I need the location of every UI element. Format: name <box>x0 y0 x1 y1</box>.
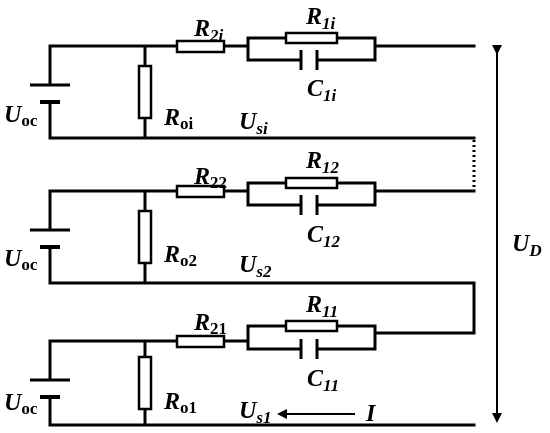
label-c1-i: C1i <box>307 76 337 105</box>
label-r1-i: R1i <box>305 4 336 33</box>
resistor-r2-2 <box>175 184 226 199</box>
resistor-ro-2 <box>137 209 153 265</box>
label-ro-2: Ro2 <box>163 242 197 270</box>
label-c1-2: C12 <box>307 222 341 251</box>
resistor-r2-i <box>175 39 226 54</box>
label-r2-i: R2i <box>193 16 224 45</box>
label-current: I <box>365 401 377 427</box>
label-uoc-2: Uoc <box>4 246 38 274</box>
resistor-r1-i <box>284 31 339 45</box>
label-c1-1: C11 <box>307 366 339 395</box>
label-uoc-i: Uoc <box>4 102 38 130</box>
resistor-r1-1 <box>284 319 339 333</box>
cell-2: Uoc Ro2 R22 R12 C12 Us2 <box>4 148 476 285</box>
label-us-i: Usi <box>239 109 268 138</box>
cell-i: Uoc Roi R2i R1i C1i Usi <box>4 4 476 140</box>
cell-1: Uoc Ro1 R21 R11 C11 Us1 I <box>4 292 476 427</box>
label-r1-1: R11 <box>305 292 338 321</box>
label-ro-i: Roi <box>163 105 194 133</box>
label-uoc-1: Uoc <box>4 390 38 418</box>
label-r2-1: R21 <box>193 310 227 338</box>
label-ro-1: Ro1 <box>163 389 197 417</box>
resistor-r2-1 <box>175 334 226 349</box>
resistor-ro-1 <box>137 355 153 411</box>
label-r2-2: R22 <box>193 164 227 192</box>
label-r1-2: R12 <box>305 148 340 177</box>
label-us-2: Us2 <box>239 252 272 281</box>
label-ud: UD <box>512 231 542 260</box>
series-link <box>373 281 476 335</box>
resistor-r1-2 <box>284 176 339 190</box>
label-us-1: Us1 <box>239 398 271 427</box>
resistor-ro-i <box>137 64 153 120</box>
